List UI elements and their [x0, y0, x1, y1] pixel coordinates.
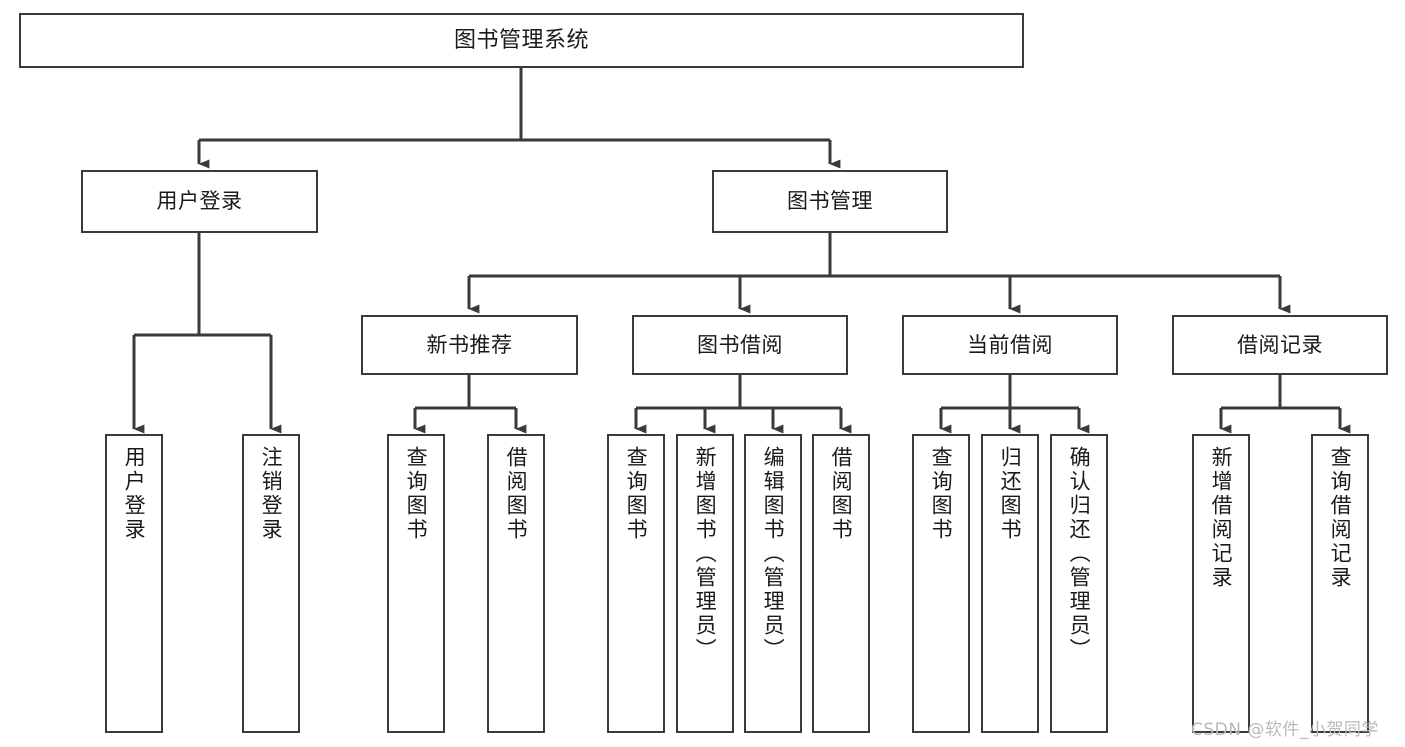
- leaf-add-record[interactable]: 新增借阅记录: [1192, 434, 1250, 733]
- leaf-query-book-3[interactable]: 查询图书: [912, 434, 970, 733]
- node-borrow-record[interactable]: 借阅记录: [1172, 315, 1388, 375]
- leaf-logout-login-label: 注销登录: [259, 446, 284, 542]
- leaf-user-login-label: 用户登录: [122, 446, 147, 542]
- leaf-edit-book[interactable]: 编辑图书（管理员）: [744, 434, 802, 733]
- leaf-query-record[interactable]: 查询借阅记录: [1311, 434, 1369, 733]
- leaf-borrow-book-1-label: 借阅图书: [504, 446, 529, 542]
- leaf-return-book[interactable]: 归还图书: [981, 434, 1039, 733]
- leaf-user-login[interactable]: 用户登录: [105, 434, 163, 733]
- node-user-login[interactable]: 用户登录: [81, 170, 318, 233]
- node-book-borrow[interactable]: 图书借阅: [632, 315, 848, 375]
- node-borrow-record-label: 借阅记录: [1237, 332, 1323, 357]
- node-book-borrow-label: 图书借阅: [697, 332, 783, 357]
- leaf-confirm-return[interactable]: 确认归还（管理员）: [1050, 434, 1108, 733]
- node-current-borrow-label: 当前借阅: [967, 332, 1053, 357]
- node-new-book-rec[interactable]: 新书推荐: [361, 315, 578, 375]
- node-new-book-rec-label: 新书推荐: [426, 332, 513, 357]
- leaf-add-record-label: 新增借阅记录: [1209, 446, 1234, 590]
- leaf-add-book[interactable]: 新增图书（管理员）: [676, 434, 734, 733]
- node-current-borrow[interactable]: 当前借阅: [902, 315, 1118, 375]
- leaf-query-book-1-label: 查询图书: [404, 446, 429, 542]
- leaf-query-book-1[interactable]: 查询图书: [387, 434, 445, 733]
- leaf-edit-book-label: 编辑图书（管理员）: [761, 446, 786, 662]
- leaf-borrow-book-2[interactable]: 借阅图书: [812, 434, 870, 733]
- leaf-add-book-label: 新增图书（管理员）: [693, 446, 718, 662]
- leaf-borrow-book-1[interactable]: 借阅图书: [487, 434, 545, 733]
- leaf-return-book-label: 归还图书: [998, 446, 1023, 542]
- leaf-confirm-return-label: 确认归还（管理员）: [1067, 446, 1092, 662]
- leaf-query-record-label: 查询借阅记录: [1328, 446, 1353, 590]
- leaf-query-book-2-label: 查询图书: [624, 446, 649, 542]
- node-root[interactable]: 图书管理系统: [19, 13, 1024, 68]
- node-root-label: 图书管理系统: [453, 27, 589, 53]
- node-book-manage[interactable]: 图书管理: [712, 170, 948, 233]
- node-book-manage-label: 图书管理: [787, 189, 873, 214]
- node-user-login-label: 用户登录: [156, 189, 243, 214]
- leaf-query-book-2[interactable]: 查询图书: [607, 434, 665, 733]
- leaf-borrow-book-2-label: 借阅图书: [829, 446, 854, 542]
- leaf-logout-login[interactable]: 注销登录: [242, 434, 300, 733]
- leaf-query-book-3-label: 查询图书: [929, 446, 954, 542]
